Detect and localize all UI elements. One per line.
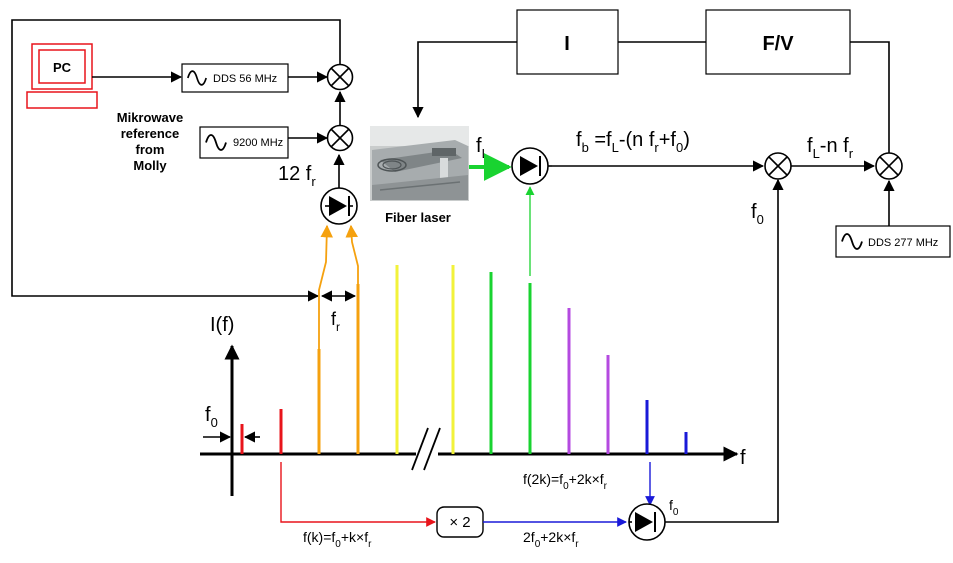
svg-text:from: from <box>136 142 165 157</box>
fiber-laser-label: Fiber laser <box>385 210 451 225</box>
feedback-line-right <box>850 41 890 153</box>
mixer-fL <box>764 152 792 180</box>
svg-text:Molly: Molly <box>133 158 167 173</box>
photodiode-beat <box>511 147 552 185</box>
fL-label: fL <box>476 135 489 161</box>
f2k-label: f(2k)=f0+2k×fr <box>523 471 608 492</box>
microwave-reference-label: Mikrowave reference from Molly <box>117 110 183 173</box>
fv-converter-box: F/V <box>705 9 851 75</box>
f0-right-label: f0 <box>751 201 764 227</box>
2f0-label: 2f0+2k×fr <box>523 529 579 550</box>
red-path-to-doubler <box>280 462 436 527</box>
orange-beam-left <box>318 224 333 349</box>
twelve-fr-label: 12 fr <box>278 163 316 189</box>
fiber-laser-image <box>370 126 469 201</box>
integrator-box: I <box>516 9 619 75</box>
intensity-axis-label: I(f) <box>210 314 234 336</box>
axis-break-mark <box>411 427 441 471</box>
mw-9200-label: 9200 MHz <box>233 137 283 149</box>
mixer-top <box>326 63 354 91</box>
svg-text:reference: reference <box>121 126 180 141</box>
lock-loop-line <box>11 19 341 302</box>
mw-9200-oscillator: 9200 MHz <box>199 126 289 159</box>
mixer-right <box>875 152 903 180</box>
dds-277-label: DDS 277 MHz <box>868 237 938 249</box>
frequency-doubler-box: × 2 <box>436 506 484 538</box>
svg-text:Mikrowave: Mikrowave <box>117 110 183 125</box>
svg-text:F/V: F/V <box>762 33 794 55</box>
dds-56-oscillator: DDS 56 MHz <box>181 63 289 93</box>
fL-minus-nfr-label: fL-n fr <box>807 135 854 161</box>
mixer-middle <box>326 124 354 152</box>
dds-56-label: DDS 56 MHz <box>213 73 277 85</box>
fr-spacing-label: fr <box>331 309 340 334</box>
svg-text:× 2: × 2 <box>449 514 470 531</box>
photodiode-comb <box>320 187 358 225</box>
f0-to-mixer-arrow <box>656 178 784 523</box>
f0-detector-label: f0 <box>669 497 679 518</box>
fk-label: f(k)=f0+k×fr <box>303 529 372 550</box>
beat-note-label: fb =fL-(n fr+f0) <box>576 129 690 155</box>
feedback-to-laser-arrow <box>412 41 517 119</box>
pc-computer-icon: PC <box>26 43 98 109</box>
dds-277-oscillator: DDS 277 MHz <box>835 225 951 258</box>
pc-label: PC <box>53 60 72 75</box>
frequency-axis-label: f <box>740 447 746 469</box>
photodiode-f2f <box>628 503 666 541</box>
svg-text:I: I <box>564 33 570 55</box>
orange-beam-right <box>345 224 359 284</box>
f0-offset-label: f0 <box>205 404 218 430</box>
